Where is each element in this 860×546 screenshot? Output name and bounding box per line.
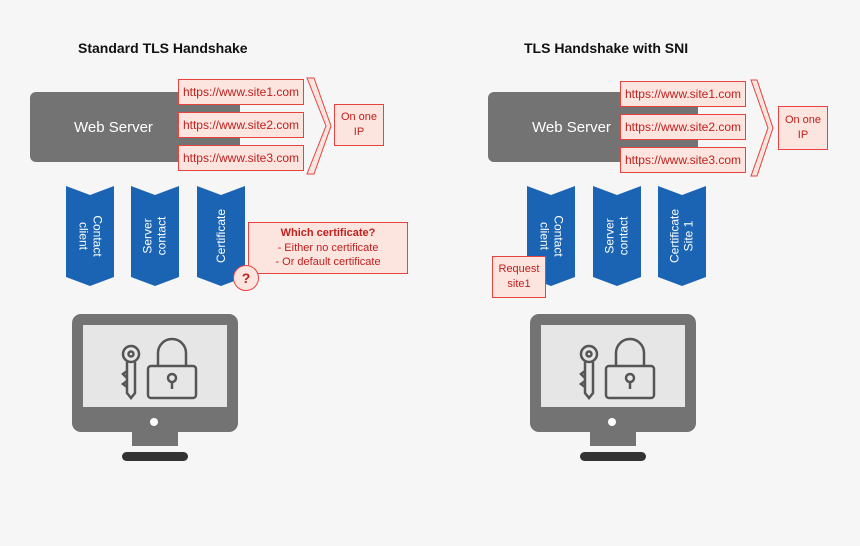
ribbon-line: Server bbox=[602, 218, 617, 254]
left-url-site1: https://www.site1.com bbox=[178, 79, 304, 105]
left-url-site2: https://www.site2.com bbox=[178, 112, 304, 138]
left-ip-note-line2: IP bbox=[353, 126, 365, 138]
request-site1-line2: site1 bbox=[507, 278, 531, 290]
right-title: TLS Handshake with SNI bbox=[524, 40, 689, 56]
padlock-icon bbox=[146, 337, 198, 400]
ribbon-line: contact bbox=[155, 216, 169, 256]
right-ribbon-contact-client-label: Contact client bbox=[537, 215, 566, 257]
left-title: Standard TLS Handshake bbox=[78, 40, 248, 56]
ribbon-line: Certificate bbox=[213, 208, 228, 264]
left-ribbon-contact-client: Contact client bbox=[66, 186, 114, 286]
left-ip-arrow bbox=[306, 77, 332, 175]
left-ribbon-server-contact-label: Server contact bbox=[141, 217, 170, 256]
ribbon-line: Contact bbox=[551, 215, 566, 257]
right-url-site3: https://www.site3.com bbox=[620, 147, 746, 173]
right-ip-note-line2: IP bbox=[797, 129, 809, 141]
ribbon-line: client bbox=[537, 221, 551, 251]
right-ribbon-certificate-site1-label: Certificate Site 1 bbox=[668, 209, 697, 263]
question-mark-icon: ? bbox=[233, 265, 259, 291]
ribbon-line: contact bbox=[617, 216, 631, 256]
left-which-certificate-note: Which certificate? - Either no certifica… bbox=[248, 222, 408, 274]
left-ribbon-server-contact: Server contact bbox=[131, 186, 179, 286]
left-web-server-label: Web Server bbox=[74, 118, 153, 136]
left-ribbon-contact-client-label: Contact client bbox=[76, 215, 105, 257]
right-ribbon-certificate-site1: Certificate Site 1 bbox=[658, 186, 706, 286]
right-ip-arrow bbox=[750, 79, 774, 177]
key-icon bbox=[120, 344, 141, 401]
request-site1-line1: Request bbox=[498, 263, 540, 276]
right-web-server-label: Web Server bbox=[532, 118, 611, 136]
padlock-icon bbox=[604, 337, 656, 400]
left-ip-note: On one IP bbox=[334, 104, 384, 146]
left-monitor-icon bbox=[72, 314, 238, 461]
right-ip-note: On one IP bbox=[778, 106, 828, 150]
right-ribbon-server-contact-label: Server contact bbox=[603, 217, 632, 256]
ribbon-line: Certificate bbox=[667, 208, 682, 264]
ribbon-line: client bbox=[76, 221, 90, 251]
right-url-site1: https://www.site1.com bbox=[620, 81, 746, 107]
key-icon bbox=[578, 344, 599, 401]
right-ip-note-line1: On one bbox=[784, 114, 822, 127]
ribbon-line: Site 1 bbox=[682, 220, 696, 252]
left-ribbon-certificate-label: Certificate bbox=[214, 209, 228, 263]
right-url-site2: https://www.site2.com bbox=[620, 114, 746, 140]
right-ribbon-server-contact: Server contact bbox=[593, 186, 641, 286]
which-certificate-line1: - Either no certificate bbox=[277, 241, 379, 254]
left-url-site3: https://www.site3.com bbox=[178, 145, 304, 171]
which-certificate-title: Which certificate? bbox=[280, 226, 376, 239]
which-certificate-line2: - Or default certificate bbox=[275, 256, 381, 269]
left-ip-note-line1: On one bbox=[340, 111, 378, 124]
ribbon-line: Server bbox=[140, 218, 155, 254]
request-site1-note: Request site1 bbox=[492, 256, 546, 298]
right-monitor-icon bbox=[530, 314, 696, 461]
ribbon-line: Contact bbox=[90, 215, 105, 257]
